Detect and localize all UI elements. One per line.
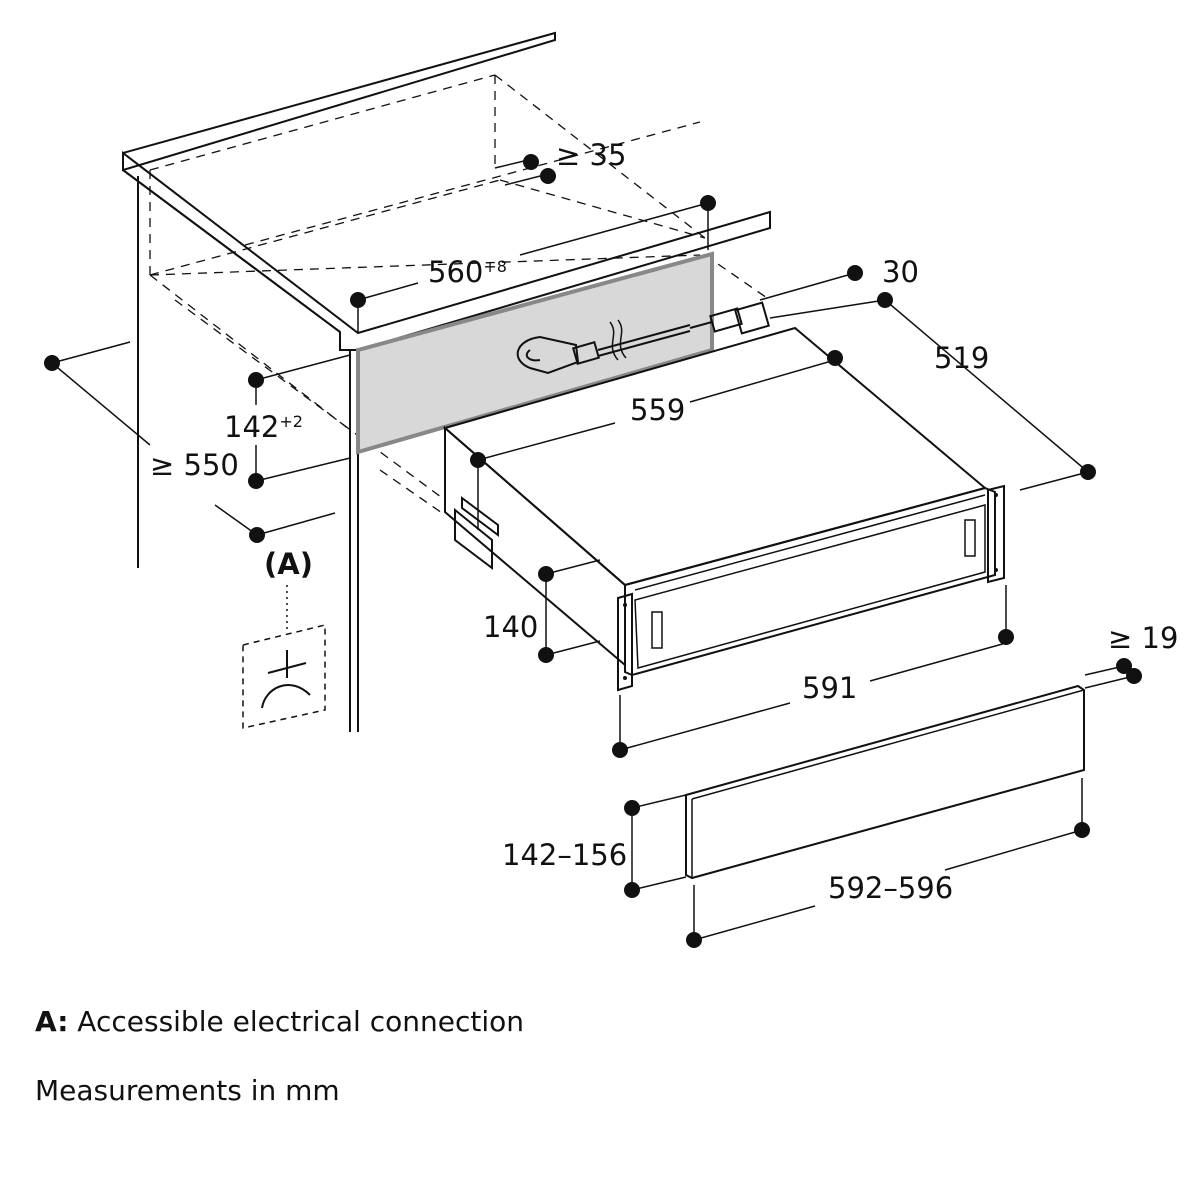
label-cutout-height: 142+2 xyxy=(224,410,303,444)
power-plug-icon xyxy=(516,301,771,375)
electrical-connection-box xyxy=(242,585,326,729)
label-unit-height: 140 xyxy=(483,610,538,644)
label-depth: 519 xyxy=(934,341,989,375)
legend-units-note: Measurements in mm xyxy=(35,1074,340,1107)
installation-diagram: ≥ 35 560+8 30 519 142+2 ≥ 550 559 140 59… xyxy=(44,31,1178,948)
label-cutout-height-tolerance: +2 xyxy=(279,412,303,431)
label-front-width: 591 xyxy=(802,671,857,705)
front-panel xyxy=(685,684,1085,880)
label-cutout-width-value: 560 xyxy=(428,255,483,289)
label-panel-width: 592–596 xyxy=(828,871,953,905)
dimension-dots xyxy=(44,154,1142,948)
label-connection-marker: (A) xyxy=(264,547,313,581)
legend-connection-key: A: xyxy=(35,1005,69,1038)
label-rear-offset: 30 xyxy=(882,255,919,289)
label-cutout-width-tolerance: +8 xyxy=(483,257,507,276)
label-cutout-height-value: 142 xyxy=(224,410,279,444)
label-panel-height: 142–156 xyxy=(502,838,627,872)
dimension-lines xyxy=(51,159,1135,941)
legend-connection-text: Accessible electrical connection xyxy=(77,1005,525,1038)
hidden-edges xyxy=(149,74,771,516)
warming-drawer-unit xyxy=(442,326,1005,692)
label-cabinet-depth: ≥ 550 xyxy=(150,448,239,482)
legend-connection: A: Accessible electrical connection xyxy=(35,1005,524,1038)
label-panel-gap: ≥ 19 xyxy=(1108,621,1178,655)
label-cutout-width: 560+8 xyxy=(428,255,507,289)
label-top-clearance: ≥ 35 xyxy=(556,138,626,172)
label-unit-width: 559 xyxy=(630,393,685,427)
cutout-area xyxy=(356,251,714,455)
